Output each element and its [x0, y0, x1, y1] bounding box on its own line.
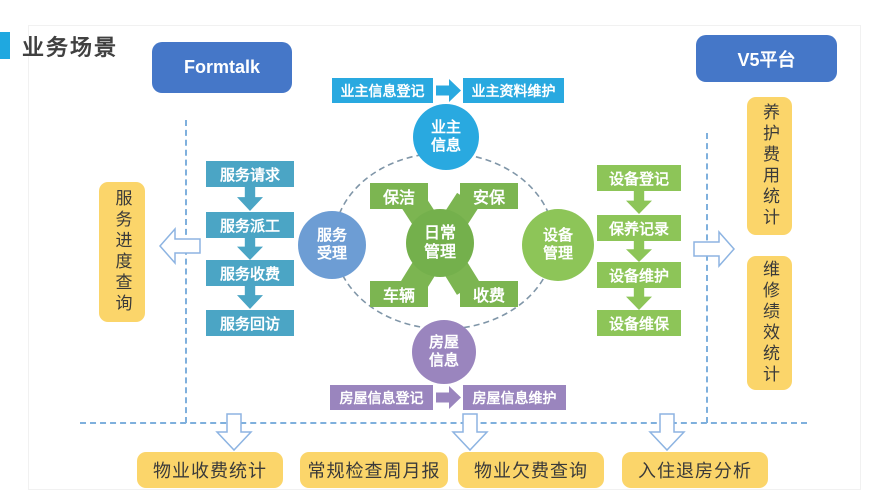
- house-info-line2: 信息: [428, 352, 459, 369]
- output-inspection-report: 常规检查周月报: [300, 452, 448, 488]
- service-step-request: 服务请求: [206, 161, 294, 187]
- device-management-circle: 设备 管理: [522, 209, 594, 281]
- output-checkin-checkout-analysis: 入住退房分析: [622, 452, 768, 488]
- device-management-line1: 设备: [542, 227, 573, 244]
- output-arrow-down-3-icon: [648, 413, 686, 452]
- device-step-maintain: 设备维护: [597, 262, 681, 288]
- output-property-fee-stats: 物业收费统计: [137, 452, 283, 488]
- output-arrow-down-1-icon: [215, 413, 253, 452]
- owner-info-line1: 业主: [430, 119, 461, 136]
- owner-info-circle: 业主 信息: [413, 104, 479, 170]
- daily-management-line2: 管理: [423, 244, 456, 261]
- owner-info-line2: 信息: [430, 137, 461, 154]
- flow-owner-maintain: 业主资料维护: [463, 78, 564, 103]
- daily-item-fees: 收费: [460, 281, 518, 307]
- daily-item-cleaning: 保洁: [370, 183, 428, 209]
- output-arrow-down-2-icon: [451, 413, 489, 452]
- output-service-progress: 服务进度查询: [99, 182, 145, 322]
- daily-management-line1: 日常: [423, 224, 456, 242]
- title-accent-bar: [0, 32, 10, 59]
- output-arrow-right-icon: [693, 230, 736, 268]
- service-accept-circle: 服务 受理: [298, 211, 366, 279]
- house-info-line1: 房屋: [428, 334, 459, 351]
- daily-management-circle: 日常 管理: [406, 209, 474, 277]
- flow-owner-register: 业主信息登记: [332, 78, 433, 103]
- device-step-upkeep: 设备维保: [597, 310, 681, 336]
- page-title: 业务场景: [22, 35, 119, 60]
- output-arrears-query: 物业欠费查询: [458, 452, 604, 488]
- daily-item-security: 安保: [460, 183, 518, 209]
- service-step-charge: 服务收费: [206, 260, 294, 286]
- output-repair-performance-stats: 维修绩效统计: [747, 256, 792, 390]
- v5-platform-button[interactable]: V5平台: [696, 35, 837, 82]
- right-dashed-line: [706, 133, 708, 423]
- bottom-dashed-line: [80, 422, 807, 424]
- daily-item-vehicle: 车辆: [370, 281, 428, 307]
- output-upkeep-cost-stats: 养护费用统计: [747, 97, 792, 235]
- device-step-register: 设备登记: [597, 165, 681, 191]
- service-step-dispatch: 服务派工: [206, 212, 294, 238]
- device-management-line2: 管理: [542, 245, 573, 262]
- flow-house-register: 房屋信息登记: [330, 385, 433, 410]
- output-arrow-left-icon: [158, 227, 201, 265]
- service-step-followup: 服务回访: [206, 310, 294, 336]
- house-info-circle: 房屋 信息: [412, 320, 476, 384]
- service-accept-line2: 受理: [316, 245, 347, 262]
- flow-house-maintain: 房屋信息维护: [463, 385, 566, 410]
- left-dashed-line: [185, 120, 187, 423]
- service-accept-line1: 服务: [316, 227, 347, 244]
- device-step-maintenance-record: 保养记录: [597, 215, 681, 241]
- formtalk-button[interactable]: Formtalk: [152, 42, 292, 93]
